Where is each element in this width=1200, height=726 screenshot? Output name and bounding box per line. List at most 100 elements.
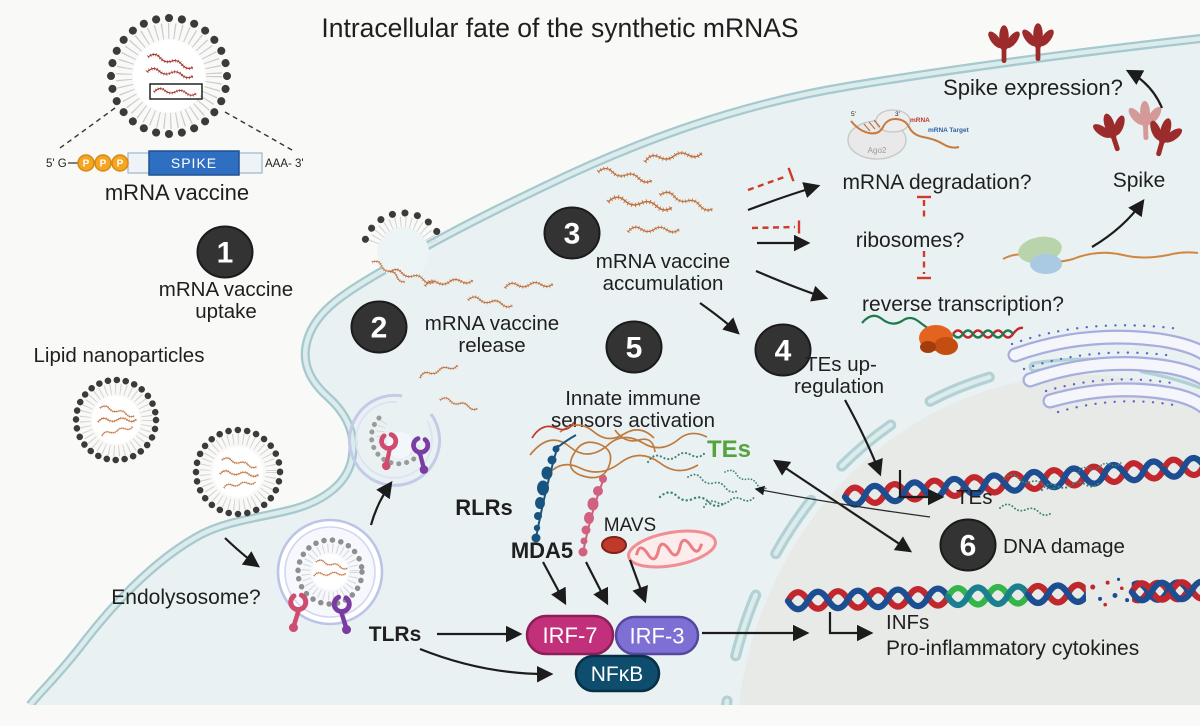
svg-text:sensors activation: sensors activation xyxy=(551,409,715,432)
step-3-marker: 3 mRNA vaccine accumulation xyxy=(543,206,730,295)
arrow-sensor-3 xyxy=(628,559,648,604)
arrow-spike-to-membrane xyxy=(1125,69,1164,109)
ago2-name: Ago2 xyxy=(868,146,887,155)
step-4-marker: 4 TEs up- regulation xyxy=(754,323,884,398)
mrna-vaccine-label: mRNA vaccine xyxy=(105,180,249,205)
lnp-zoom-diagram xyxy=(59,14,293,151)
mavs-label: MAVS xyxy=(604,515,656,536)
spike-gene-label: SPIKE xyxy=(171,155,217,171)
spike-label: Spike xyxy=(1113,169,1166,192)
arrow-tes-export xyxy=(754,485,931,518)
arrow-sensor-2 xyxy=(585,561,609,606)
spike-gene-box xyxy=(148,150,240,176)
dna-damage-fragments xyxy=(1090,577,1130,607)
zoom-guide-right xyxy=(224,111,293,151)
svg-text:2: 2 xyxy=(371,312,388,345)
step-1-marker: 1 mRNA vaccine uptake xyxy=(159,225,293,323)
irf7-pill: IRF-7 xyxy=(525,614,615,656)
svg-text:DNA damage: DNA damage xyxy=(1003,535,1125,558)
rlr-receptor xyxy=(531,434,577,543)
dna-helix-damaged xyxy=(788,576,1200,617)
step-markers: 1 mRNA vaccine uptake 2 mRNA vaccine rel… xyxy=(159,206,1125,572)
construct-three-prime: AAA- 3' xyxy=(265,158,304,170)
nfkb-pill: NFκB xyxy=(574,654,661,693)
lipid-nanoparticles-label: Lipid nanoparticles xyxy=(34,344,205,367)
svg-text:accumulation: accumulation xyxy=(603,272,724,295)
arrow-to-endolysosome xyxy=(224,537,261,568)
endoplasmic-reticulum xyxy=(1007,324,1200,414)
ago2-complex: 5' 3' mRNA mRNA Target Ago2 xyxy=(847,109,970,160)
svg-text:IRF-3: IRF-3 xyxy=(630,624,685,649)
svg-text:Innate immune: Innate immune xyxy=(565,387,701,410)
mavs-protein xyxy=(601,536,627,554)
spike-expression-label: Spike expression? xyxy=(943,75,1123,100)
svg-text:4: 4 xyxy=(775,335,792,368)
ago2-target-label: mRNA Target xyxy=(928,127,970,134)
ruptured-endosome xyxy=(348,361,479,487)
arrow-to-degradation xyxy=(747,182,821,212)
lipid-nanoparticle-b xyxy=(192,426,284,518)
rlrs-label: RLRs xyxy=(455,495,512,520)
svg-text:mRNA vaccine: mRNA vaccine xyxy=(425,312,559,335)
plasma-membrane-core xyxy=(28,36,1200,707)
svg-text:5': 5' xyxy=(851,111,856,118)
phosphate-circles: P P P xyxy=(77,154,129,172)
bottom-margin xyxy=(0,705,1200,726)
tes-cytoplasm-label: TEs xyxy=(707,436,751,463)
svg-text:6: 6 xyxy=(960,530,977,563)
arrow-to-reverse-transcription xyxy=(755,269,829,302)
membrane-fused-lnp xyxy=(361,209,445,279)
ribosomes-label: ribosomes? xyxy=(856,229,965,252)
irf3-pill: IRF-3 xyxy=(614,615,700,656)
svg-text:1: 1 xyxy=(217,237,234,270)
mda5-receptor xyxy=(578,474,607,557)
endolysosome xyxy=(276,518,384,634)
construct-five-prime: 5' G xyxy=(46,158,67,170)
arrow-ribosome-to-spike xyxy=(1091,198,1145,248)
arrow-tes-bidirectional xyxy=(772,459,913,553)
mda5-label: MDA5 xyxy=(511,538,573,563)
infs-transcription-arrow: INFs Pro-inflammatory cytokines xyxy=(828,611,1139,660)
svg-text:3': 3' xyxy=(895,111,900,118)
lnp-lipid-ring xyxy=(107,14,231,138)
endolysosome-label: Endolysosome? xyxy=(111,586,260,609)
arrow-3-to-4 xyxy=(699,302,740,335)
svg-text:release: release xyxy=(458,334,525,357)
zoom-guide-left xyxy=(59,107,116,149)
step-5-marker: 5 Innate immune sensors activation xyxy=(551,320,715,432)
mrna-degradation-label: mRNA degradation? xyxy=(842,171,1031,194)
svg-text:P: P xyxy=(83,159,90,170)
flow-arrows xyxy=(224,69,1164,683)
svg-text:TEs: TEs xyxy=(956,486,992,509)
lipid-nanoparticle-a xyxy=(72,376,160,464)
svg-text:mRNA vaccine: mRNA vaccine xyxy=(159,278,293,301)
svg-text:NFκB: NFκB xyxy=(591,663,644,686)
arrow-sensor-1 xyxy=(542,561,567,606)
reverse-transcription-label: reverse transcription? xyxy=(862,293,1064,316)
arrow-tlrs-nfkb xyxy=(419,647,554,683)
mrna-tangle xyxy=(529,421,708,479)
step-2-marker: 2 mRNA vaccine release xyxy=(350,300,559,357)
svg-text:uptake: uptake xyxy=(195,300,257,323)
red-strand xyxy=(531,421,575,439)
svg-text:TEs up-: TEs up- xyxy=(805,353,877,376)
svg-text:Pro-inflammatory cytokines: Pro-inflammatory cytokines xyxy=(886,637,1139,660)
step-6-marker: 6 DNA damage xyxy=(939,518,1125,572)
svg-text:3: 3 xyxy=(564,218,581,251)
page-title: Intracellular fate of the synthetic mRNA… xyxy=(321,13,798,43)
svg-text:IRF-7: IRF-7 xyxy=(543,623,598,648)
svg-text:P: P xyxy=(117,159,124,170)
reverse-transcriptase xyxy=(861,314,1024,355)
zoom-rectangle xyxy=(149,83,203,100)
inhibition-lines xyxy=(747,167,931,280)
tlrs-label: TLRs xyxy=(369,623,422,646)
svg-text:mRNA vaccine: mRNA vaccine xyxy=(596,250,730,273)
mrna-construct: 5' G SPIKE P P P AAA- 3' mRNA vaccine xyxy=(46,150,304,205)
ribosome xyxy=(1002,236,1199,274)
svg-text:regulation: regulation xyxy=(794,375,884,398)
svg-text:INFs: INFs xyxy=(886,611,929,634)
arrow-endosome-escape xyxy=(369,480,393,526)
ago2-mrna-label: mRNA xyxy=(910,117,930,124)
